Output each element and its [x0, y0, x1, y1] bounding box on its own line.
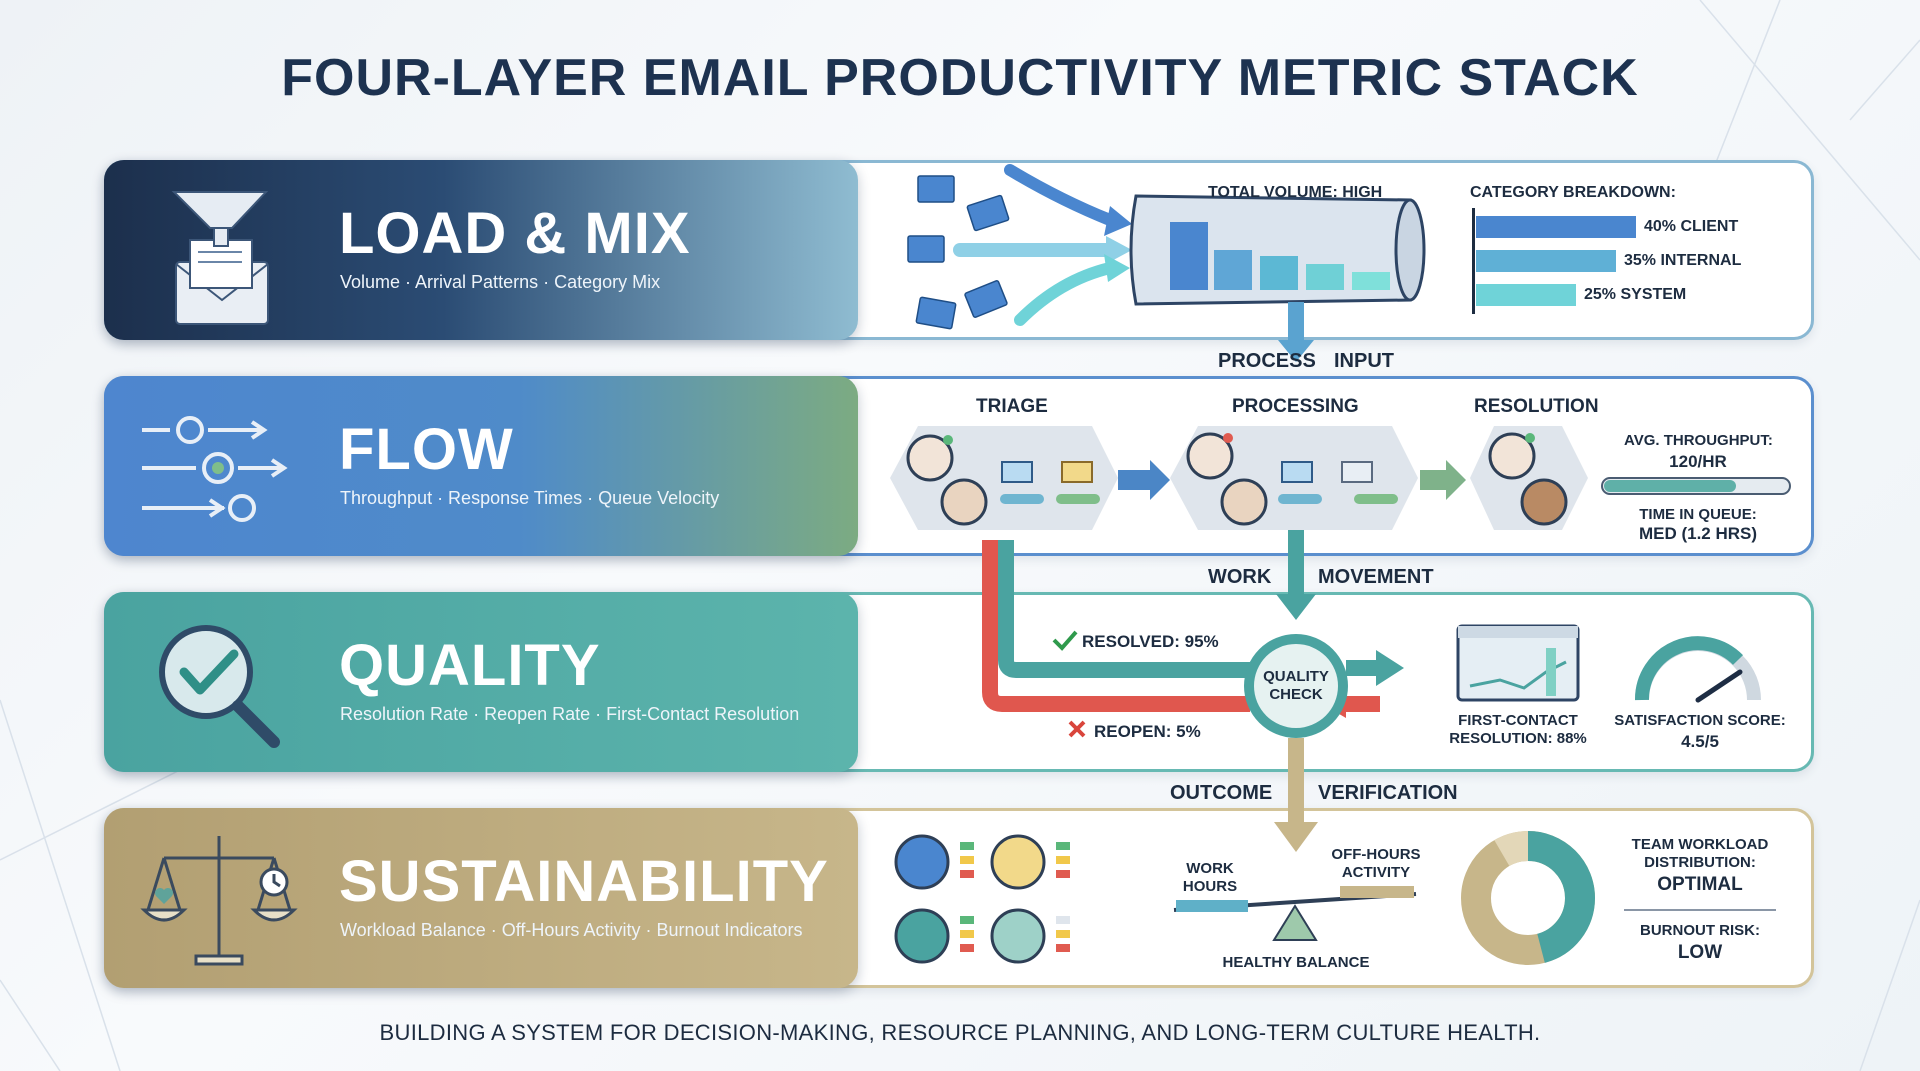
- category-bar: [1476, 284, 1576, 306]
- layer-band: SUSTAINABILITY Workload Balance · Off-Ho…: [104, 808, 858, 988]
- layer-subtitle: Volume · Arrival Patterns · Category Mix: [340, 272, 661, 292]
- satisfaction-value: 4.5/5: [1681, 732, 1719, 751]
- satisfaction-label: SATISFACTION SCORE:: [1614, 712, 1786, 729]
- quality-check-line2: CHECK: [1269, 686, 1323, 703]
- connector-left-label: WORK: [1208, 566, 1272, 588]
- stage-label-triage: TRIAGE: [976, 396, 1048, 417]
- layer-name: LOAD & MIX: [339, 201, 691, 266]
- category-bar-label: 25% SYSTEM: [1584, 286, 1687, 303]
- footer-tagline: BUILDING A SYSTEM FOR DECISION-MAKING, R…: [379, 1020, 1541, 1045]
- work-hours-label: WORK: [1186, 860, 1234, 877]
- layer-band: QUALITY Resolution Rate · Reopen Rate · …: [104, 592, 858, 772]
- category-bar: [1476, 250, 1616, 272]
- category-bar: [1476, 216, 1636, 238]
- workload-distribution-label: TEAM WORKLOAD: [1631, 836, 1769, 853]
- throughput-label: AVG. THROUGHPUT:: [1624, 432, 1773, 449]
- off-hours-label: OFF-HOURS: [1331, 846, 1421, 863]
- fcr-label: FIRST-CONTACT: [1458, 712, 1578, 729]
- layer-name: QUALITY: [339, 633, 601, 698]
- resolved-rate: RESOLVED: 95%: [1082, 632, 1219, 651]
- reopen-rate: REOPEN: 5%: [1094, 722, 1201, 741]
- quality-check-line1: QUALITY: [1263, 668, 1329, 685]
- workload-distribution-value: OPTIMAL: [1657, 874, 1743, 895]
- gears-arrows-icon: [142, 416, 288, 522]
- layer-sustainability: SUSTAINABILITY Workload Balance · Off-Ho…: [104, 808, 1814, 992]
- magnifier-check-icon: [159, 625, 280, 748]
- connector-right-label: VERIFICATION: [1318, 782, 1458, 804]
- fcr-value: RESOLUTION: 88%: [1449, 730, 1587, 747]
- layer-subtitle: Throughput · Response Times · Queue Velo…: [340, 488, 720, 508]
- burnout-risk-value: LOW: [1677, 942, 1723, 963]
- queue-time-value: MED (1.2 HRS): [1638, 524, 1758, 543]
- connector-left-label: OUTCOME: [1170, 782, 1273, 804]
- balance-scale-icon: [140, 836, 298, 966]
- stage-label-resolution: RESOLUTION: [1474, 396, 1599, 417]
- category-bar-label: 40% CLIENT: [1644, 218, 1739, 235]
- throughput-value: 120/HR: [1669, 452, 1727, 471]
- connector-right-label: INPUT: [1334, 350, 1394, 372]
- layer-name: FLOW: [339, 417, 514, 482]
- stage-label-processing: PROCESSING: [1232, 396, 1359, 417]
- work-hours-label-2: HOURS: [1182, 878, 1238, 895]
- layer-band: LOAD & MIX Volume · Arrival Patterns · C…: [104, 160, 858, 340]
- workload-distribution-label-2: DISTRIBUTION:: [1644, 854, 1756, 871]
- category-bar-label: 35% INTERNAL: [1624, 252, 1742, 269]
- page-title: FOUR-LAYER EMAIL PRODUCTIVITY METRIC STA…: [281, 49, 1639, 107]
- layer-quality: QUALITY Resolution Rate · Reopen Rate · …: [104, 592, 1814, 776]
- healthy-balance-label: HEALTHY BALANCE: [1222, 954, 1370, 971]
- category-breakdown-title: CATEGORY BREAKDOWN:: [1470, 184, 1676, 201]
- layer-subtitle: Workload Balance · Off-Hours Activity · …: [340, 920, 803, 940]
- queue-time-label: TIME IN QUEUE:: [1639, 506, 1757, 523]
- funnel-envelope-icon: [171, 191, 269, 325]
- connector-left-label: PROCESS: [1218, 350, 1316, 372]
- burnout-risk-label: BURNOUT RISK:: [1640, 922, 1760, 939]
- layer-name: SUSTAINABILITY: [339, 849, 829, 914]
- layer-subtitle: Resolution Rate · Reopen Rate · First-Co…: [340, 704, 800, 724]
- off-hours-label-2: ACTIVITY: [1341, 864, 1411, 881]
- breakdown-axis: [1472, 208, 1475, 314]
- layer-band: FLOW Throughput · Response Times · Queue…: [104, 376, 858, 556]
- total-volume-label: TOTAL VOLUME: HIGH: [1208, 184, 1383, 201]
- connector-right-label: MOVEMENT: [1318, 566, 1434, 588]
